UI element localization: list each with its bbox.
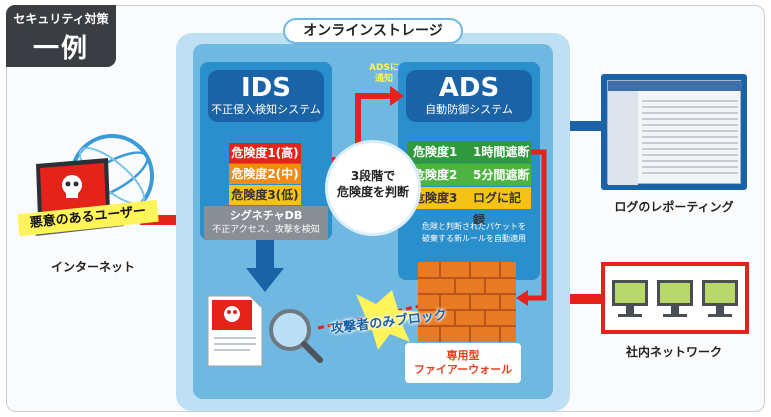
ads-level-3-action: ログに記録 [473,191,522,227]
internal-network-caption: 社内ネットワーク [625,345,722,359]
firewall-icon [418,262,516,342]
ads-notify-line2: 通知 [374,74,393,84]
log-link [556,121,601,131]
badge-line2: 一例 [32,34,89,64]
signature-db-sub: 不正アクセス、攻撃を検知 [212,225,320,235]
judgment-text: 3段階で 危険度を判断 [328,143,418,200]
detected-document-icon [207,295,263,367]
judgment-line1: 3段階で [350,169,396,183]
ads-level-1-label: 危険度1 [413,145,458,159]
ads-level-3-label: 危険度3 [413,191,458,205]
network-link [556,294,606,304]
log-monitor-screen [607,80,742,185]
log-window-sidebar [608,91,638,185]
notify-arrow-head [390,86,404,106]
title-badge [6,5,116,67]
ads-note-line1: 危険と判断されたパケットを [422,222,526,231]
ads-title: ADS [438,73,500,103]
badge-line1: セキュリティ対策 [13,12,109,26]
firewall-label-line1: 専用型 [446,349,480,362]
ids-level-3: 危険度3(低) [229,185,301,205]
judgment-circle: 3段階で 危険度を判断 [328,143,418,233]
pc-icon-1 [612,280,648,317]
firewall-label-box [405,343,521,383]
ads-note: 危険と判断されたパケットを 破棄する新ルールを自動適用 [404,221,544,245]
online-storage-title: オンラインストレージ [283,18,463,44]
ads-notify-label: ADSに 通知 [364,63,404,85]
ads-level-2-action: 5分間遮断 [473,168,530,182]
internet-link [140,215,180,225]
signature-db: シグネチャDB 不正アクセス、攻撃を検知 [204,206,328,240]
ads-header: ADS 自動防御システム [406,70,532,122]
ads-to-firewall-line [526,149,547,301]
pc-icon-3 [702,280,738,317]
ads-level-1-action: 1時間遮断 [473,145,530,159]
pc-icon-2 [657,280,693,317]
ads-level-2-label: 危険度2 [413,168,458,182]
log-window-rows [642,100,738,174]
ids-level-1: 危険度1(高) [229,143,301,163]
ads-subtitle: 自動防御システム [425,103,513,116]
ids-title: IDS [241,73,291,103]
magnifier-icon [269,309,323,363]
impact-burst [352,290,418,350]
ads-to-firewall-head [516,290,528,306]
judgment-line2: 危険度を判断 [336,185,409,199]
ads-notify-line1: ADSに [369,63,399,73]
ads-note-line2: 破棄する新ルールを自動適用 [422,234,526,243]
down-arrow-shaft [256,240,274,270]
down-arrow-head [246,268,284,292]
ids-level-2: 危険度2(中) [229,164,301,184]
skull-icon [62,175,82,198]
ads-level-1: 危険度1 1時間遮断 [407,141,531,163]
signature-db-title: シグネチャDB [229,209,303,222]
internet-caption: インターネット [50,260,135,274]
firewall-label: 専用型 ファイアーウォール [403,349,523,377]
log-window-titlebar [608,81,742,91]
ids-subtitle: 不正侵入検知システム [211,103,321,116]
ads-level-2: 危険度2 5分間遮断 [407,164,531,186]
ads-level-3: 危険度3 ログに記録 [407,187,531,227]
log-report-caption: ログのレポーティング [614,200,734,214]
ids-header: IDS 不正侵入検知システム [208,70,324,122]
firewall-label-line2: ファイアーウォール [413,363,513,376]
